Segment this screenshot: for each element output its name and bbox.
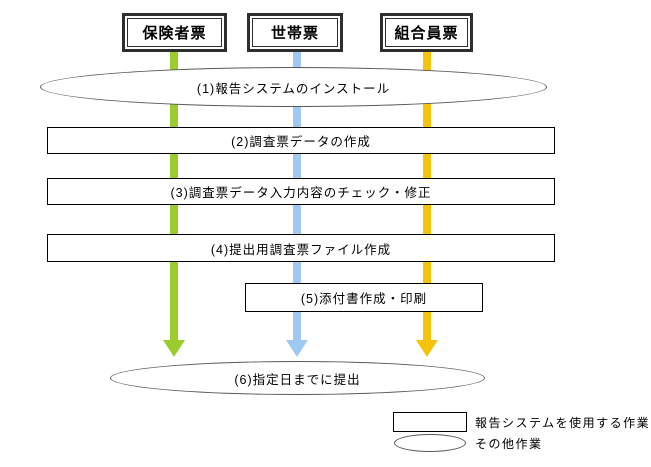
form-box-insurer-label: 保険者票 [127,18,222,47]
form-box-insurer: 保険者票 [122,13,227,52]
legend-ellipse-label: その他作業 [475,436,543,451]
step-6-submit-ellipse: (6)指定日までに提出 [110,361,485,395]
legend-rect-label: 報告システムを使用する作業 [475,415,651,430]
step-4-label: (4)提出用調査票ファイル作成 [210,242,392,257]
form-box-household: 世帯票 [247,13,343,52]
step-2-label: (2)調査票データの作成 [231,135,371,149]
step-3-check-fix-rect: (3)調査票データ入力内容のチェック・修正 [47,178,555,205]
form-box-household-label: 世帯票 [252,18,338,47]
step-5-label: (5)添付書作成・印刷 [300,292,428,306]
legend-ellipse-symbol [394,434,466,452]
arrowhead-blue-icon [286,340,308,357]
step-2-create-data-rect: (2)調査票データの作成 [47,127,555,154]
step-5-attachment-rect: (5)添付書作成・印刷 [245,283,483,312]
legend-rect-symbol [393,412,467,432]
step-1-label: (1)報告システムのインストール [196,81,391,96]
form-box-member: 組合員票 [380,13,473,52]
arrowhead-yellow-icon [416,340,438,357]
step-4-submit-file-rect: (4)提出用調査票ファイル作成 [47,234,555,262]
step-3-label: (3)調査票データ入力内容のチェック・修正 [170,186,432,200]
form-box-member-label: 組合員票 [385,18,468,47]
arrowhead-green-icon [163,340,185,357]
step-6-label: (6)指定日までに提出 [234,372,361,387]
step-1-install-ellipse: (1)報告システムのインストール [40,67,547,107]
